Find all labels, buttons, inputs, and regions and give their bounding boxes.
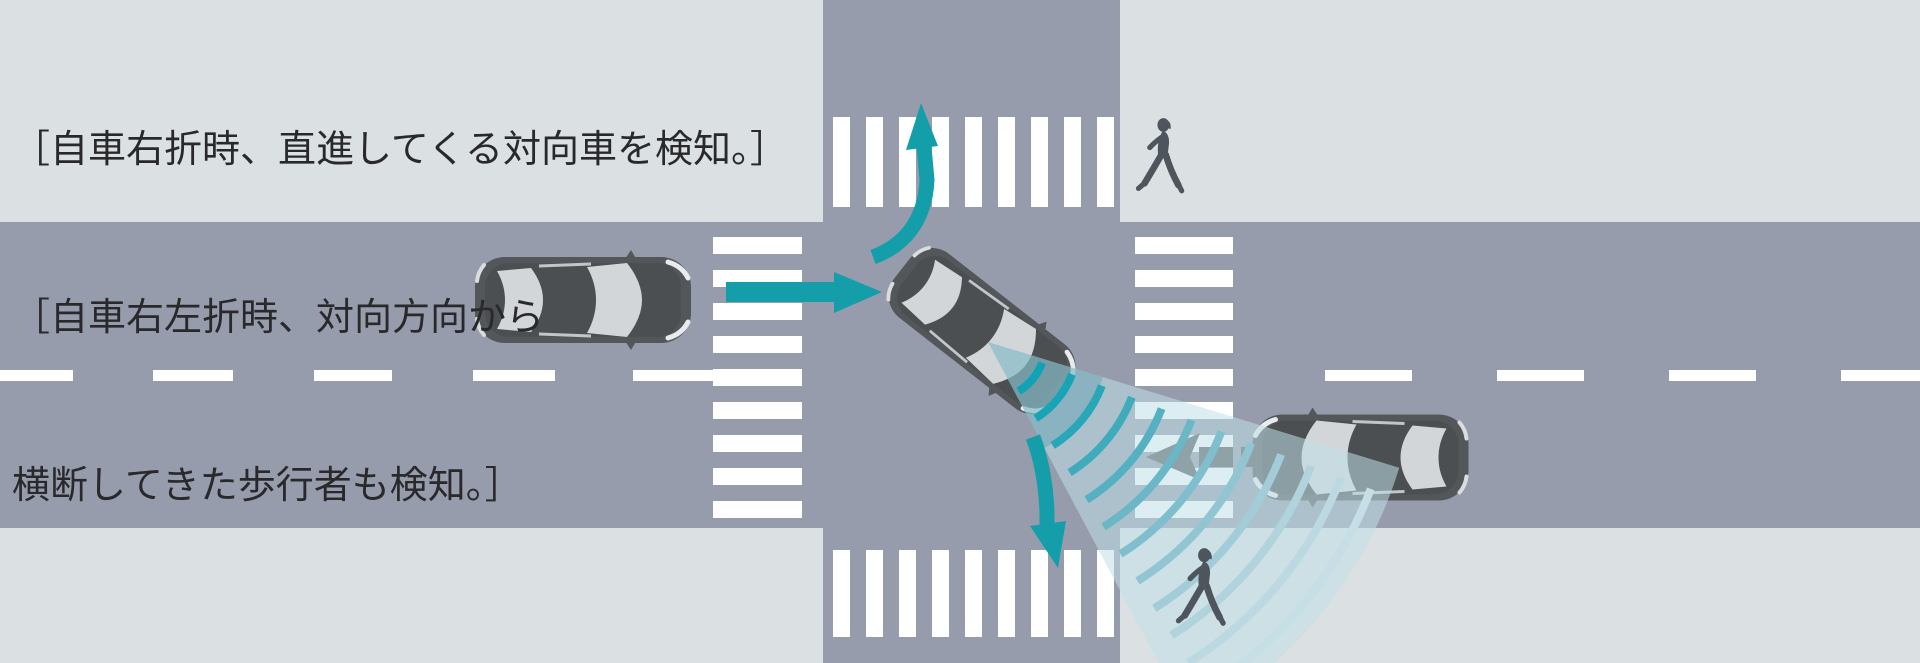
crosswalk-stripe [713, 303, 802, 320]
crosswalk-top [833, 117, 1114, 207]
caption: ［自車右折時、直進してくる対向車を検知。］ ［自車右左折時、対向方向から 横断し… [12, 10, 788, 570]
lane-dash [314, 370, 392, 381]
radar-wave-arc [1186, 476, 1345, 663]
sensor-fan-core [988, 342, 1103, 448]
sensor-fan [988, 342, 1400, 663]
crosswalk-stripe [899, 550, 916, 637]
lane-dash [1325, 370, 1412, 381]
crosswalk-stripe [713, 468, 802, 485]
crosswalk-stripe [932, 117, 949, 207]
crosswalk-stripe [1031, 117, 1048, 207]
crosswalk-stripe [932, 550, 949, 637]
sensor-wave-group [1016, 361, 1375, 663]
lane-dash [1497, 370, 1584, 381]
radar-wave-arc [1169, 464, 1315, 639]
crosswalk-stripe [1064, 550, 1081, 637]
crosswalk-stripe [713, 336, 802, 353]
arrow-turn-up-head [906, 103, 938, 150]
crosswalk-stripe [965, 550, 982, 637]
lane-dash [1841, 370, 1920, 381]
crosswalk-bottom [833, 550, 1114, 637]
crosswalk-stripe [833, 550, 850, 637]
crosswalk-stripe [998, 550, 1015, 637]
crosswalk-stripe [1135, 270, 1233, 287]
crosswalk-stripe [1135, 369, 1233, 386]
arrow-turn-down-head [1030, 521, 1066, 568]
path-arrows [726, 103, 1066, 568]
crosswalk-stripe [713, 435, 802, 452]
crosswalk-left [713, 237, 802, 518]
crosswalk-stripe [965, 117, 982, 207]
caption-line-1: ［自車右折時、直進してくる対向車を検知。］ [12, 129, 788, 171]
radar-wave-arc [1152, 453, 1285, 612]
lane-dash [0, 370, 73, 381]
radar-wave-arc [1033, 372, 1076, 422]
lane-dash [153, 370, 233, 381]
crosswalk-stripe [1064, 117, 1081, 207]
radar-wave-arc [1236, 487, 1375, 663]
crosswalk-stripe [1031, 550, 1048, 637]
lane-dash [473, 370, 555, 381]
radar-wave-arc [1016, 361, 1046, 395]
radar-wave-arc [1118, 430, 1226, 558]
caption-line-3: 横断してきた歩行者も検知。］ [12, 465, 523, 507]
crosswalk-stripe [866, 117, 883, 207]
arrow-straight-head [834, 272, 882, 313]
crosswalk-stripe [713, 237, 802, 254]
arrow-turn-up-shaft [870, 146, 935, 265]
center-line-dashes [0, 370, 1920, 381]
arrow-turn-down-shaft [1025, 434, 1055, 528]
radar-wave-arc [1084, 407, 1166, 504]
crosswalk-stripe [1135, 336, 1233, 353]
crosswalk-stripe [1097, 117, 1114, 207]
lane-dash [633, 370, 713, 381]
crosswalk-stripe [713, 402, 802, 419]
lane-dash [1669, 370, 1756, 381]
radar-wave-arc [1135, 441, 1256, 585]
crosswalk-stripe [1135, 237, 1233, 254]
arrow-straight-shaft [726, 282, 834, 302]
crosswalk-stripe [833, 117, 850, 207]
crosswalk-stripe [1135, 303, 1233, 320]
radar-wave-arc [1067, 395, 1136, 476]
sensor-fan-fill [988, 342, 1400, 663]
caption-line-2: ［自車右左折時、対向方向から [12, 297, 545, 339]
crosswalk-stripe [866, 550, 883, 637]
radar-wave-arc [1101, 418, 1196, 531]
radar-wave-arc [1050, 384, 1106, 449]
crosswalk-stripe [713, 369, 802, 386]
crosswalk-stripe [1097, 550, 1114, 637]
crosswalk-stripe [713, 501, 802, 518]
crosswalk-stripe [998, 117, 1015, 207]
